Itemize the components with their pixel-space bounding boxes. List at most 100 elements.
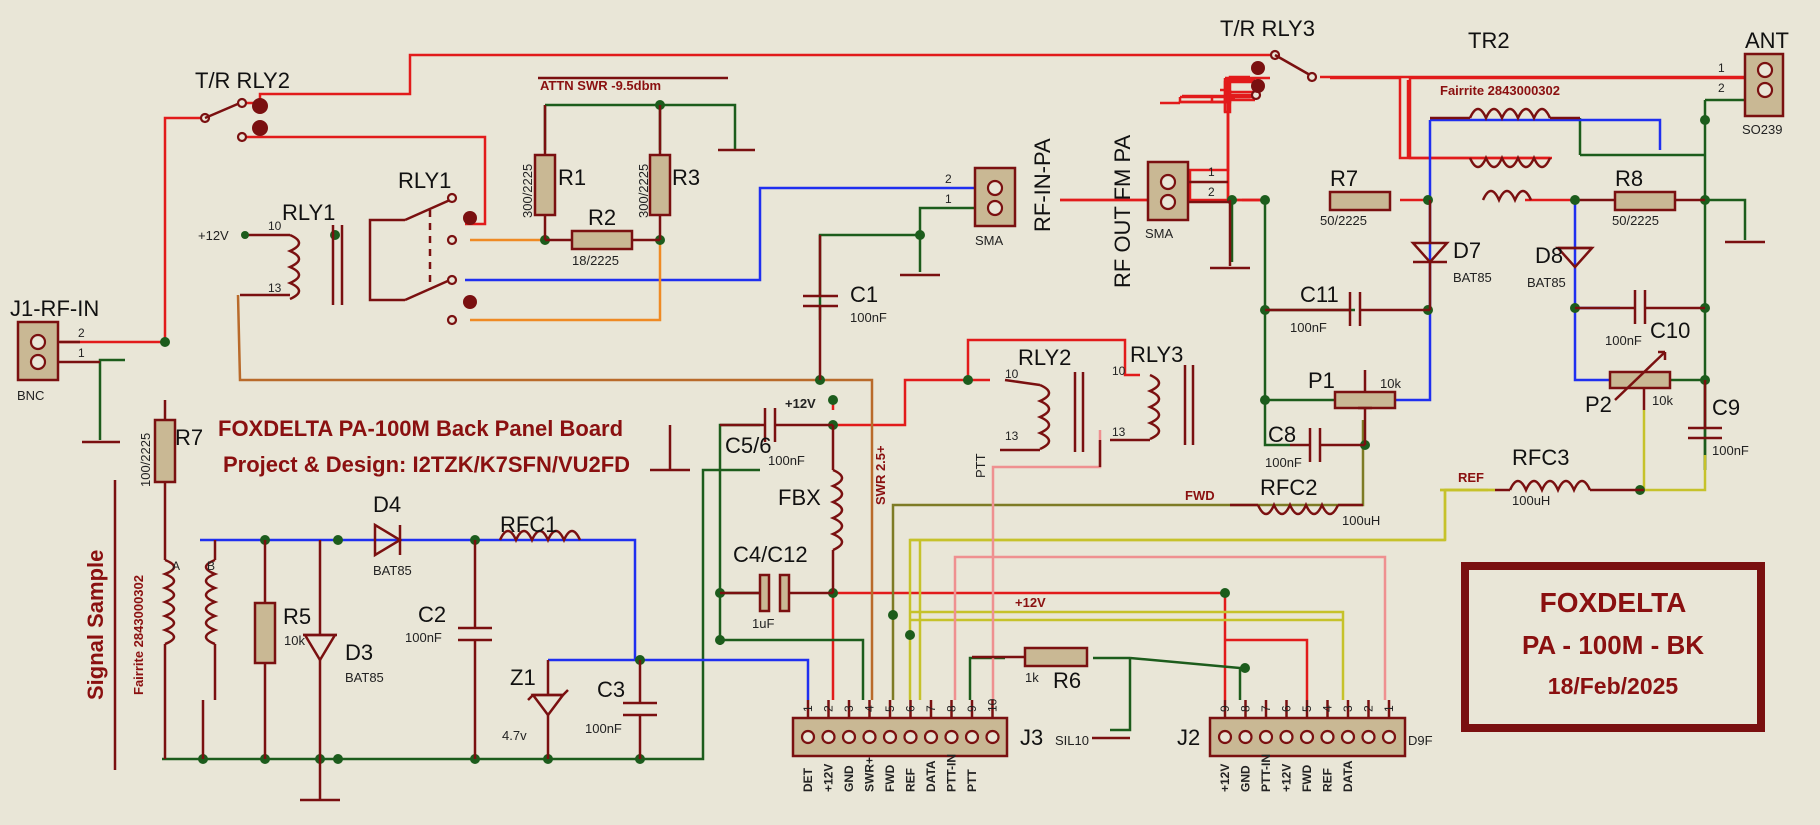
j3-pin[interactable] — [944, 729, 959, 745]
j2-pin[interactable] — [1238, 729, 1253, 745]
j2-pin-number: 4 — [1321, 705, 1335, 712]
j3-pin-name: FWD — [883, 764, 897, 792]
rfc1-choke[interactable]: RFC1 — [498, 512, 582, 544]
rfc3-value: 100uH — [1512, 493, 1550, 508]
rly2-pin13: 13 — [1005, 429, 1019, 443]
p2-potentiometer[interactable]: P2 10k — [1585, 350, 1673, 417]
rly23-coils[interactable]: RLY2 RLY3 10 13 10 13 PTT — [973, 342, 1195, 478]
j2-pin[interactable] — [1279, 729, 1294, 745]
j3-pin[interactable] — [800, 729, 816, 745]
z1-zener[interactable]: Z1 4.7v — [502, 660, 569, 759]
d7-diode[interactable]: D7 BAT85 — [1410, 200, 1492, 310]
r6-resistor[interactable]: R6 1k — [972, 646, 1089, 693]
junction — [828, 395, 838, 405]
r5-value: 10k — [284, 633, 305, 648]
junction — [333, 754, 343, 764]
junction — [333, 535, 343, 545]
j3-ref: J3 — [1020, 725, 1043, 750]
j2-pin[interactable] — [1361, 729, 1376, 745]
j2-pin[interactable] — [1340, 729, 1356, 745]
j2-pin[interactable] — [1381, 729, 1397, 745]
j3-type: SIL10 — [1055, 733, 1089, 748]
j3-pin[interactable] — [903, 729, 918, 745]
c412-capacitor[interactable]: C4/C12 1uF +12V — [720, 542, 1046, 631]
c2-ref: C2 — [418, 602, 446, 627]
rf-in-pa-type: SMA — [975, 233, 1004, 248]
j1-type: BNC — [17, 388, 44, 403]
j1-bnc-connector[interactable]: J1-RF-IN BNC 2 1 — [10, 296, 100, 403]
rf-in-pa-connector[interactable]: 2 1 SMA RF-IN-PA — [945, 138, 1055, 248]
j3-pin[interactable] — [821, 729, 836, 745]
c11-capacitor[interactable]: C11 100nF — [1265, 282, 1430, 335]
j2-pin[interactable] — [1217, 729, 1233, 745]
ant-connector[interactable]: 1 2 ANT SO239 — [1718, 28, 1789, 137]
p1-potentiometer[interactable]: P1 10k — [1308, 368, 1401, 445]
junction — [1260, 195, 1270, 205]
ant-type: SO239 — [1742, 122, 1782, 137]
z1-value: 4.7v — [502, 728, 527, 743]
j2-pin-number: 2 — [1362, 705, 1376, 712]
j2-pin-number: 8 — [1239, 705, 1253, 712]
attenuator-network[interactable]: ATTN SWR -9.5dbm R1 300/2225 R3 300/2225… — [520, 76, 728, 268]
r3-ref: R3 — [672, 165, 700, 190]
j3-pin-name: PTT-IN — [945, 754, 959, 792]
j2-pin-number: 7 — [1259, 705, 1273, 712]
j3-pin-number: 6 — [904, 705, 918, 712]
j3-pin-number: 5 — [883, 705, 897, 712]
c9-capacitor[interactable]: C9 100nF — [1688, 380, 1749, 458]
r7-resistor[interactable]: R7 100/2225 — [138, 400, 203, 560]
j3-pin-number: 2 — [822, 705, 836, 712]
ant-pin2: 2 — [1718, 81, 1725, 95]
c1-value: 100nF — [850, 310, 887, 325]
j2-pin[interactable] — [1299, 729, 1315, 745]
j3-pin[interactable] — [964, 729, 980, 745]
rf-out-connector[interactable]: 1 2 SMA RF OUT FM PA — [1110, 134, 1230, 288]
d3-diode[interactable]: D3 BAT85 — [302, 540, 384, 759]
c412-value: 1uF — [752, 616, 774, 631]
c1-capacitor[interactable]: C1 100nF — [803, 235, 887, 380]
rly1-coil[interactable]: +12V 10 13 RLY1 — [198, 200, 344, 305]
j3-pin[interactable] — [882, 729, 898, 745]
rfc3-choke[interactable]: RFC3 100uH REF — [1458, 445, 1644, 508]
d4-value: BAT85 — [373, 563, 412, 578]
j2-pin-name: REF — [1321, 768, 1335, 792]
c2-capacitor[interactable]: C2 100nF — [405, 540, 492, 759]
rfc1-ref: RFC1 — [500, 512, 557, 537]
j3-pin[interactable] — [923, 729, 939, 745]
c10-capacitor[interactable]: C10 100nF — [1575, 290, 1705, 348]
rly1-contacts[interactable]: RLY1 — [368, 168, 477, 326]
signal-sample-transformer[interactable]: A B Signal Sample Fairrite 2843000302 — [83, 480, 219, 770]
r7b-ref: R7 — [1330, 166, 1358, 191]
fbx-ref: FBX — [778, 485, 821, 510]
c8-capacitor[interactable]: C8 100nF — [1265, 422, 1365, 470]
tr2-transformer[interactable]: TR2 Fairrite 2843000302 — [1430, 28, 1580, 204]
c1-ref: C1 — [850, 282, 878, 307]
tr-rly3-switch[interactable]: T/R RLY3 — [1220, 16, 1318, 101]
tr-rly2-switch[interactable]: T/R RLY2 — [195, 68, 290, 143]
c3-capacitor[interactable]: C3 100nF — [585, 660, 657, 759]
d8-diode[interactable]: D8 BAT85 — [1527, 243, 1595, 290]
j3-pin[interactable] — [862, 729, 877, 745]
j2-pin-number: 6 — [1280, 705, 1294, 712]
c56-capacitor[interactable]: C5/6 100nF +12V — [720, 396, 833, 468]
r7b-resistor[interactable]: R7 50/2225 — [1320, 166, 1392, 228]
j2-pin[interactable] — [1258, 729, 1274, 745]
rf-in-pa-ref: RF-IN-PA — [1030, 138, 1055, 232]
j3-pin[interactable] — [985, 729, 1000, 745]
z1-ref: Z1 — [510, 665, 536, 690]
r5-resistor[interactable]: R5 10k — [253, 540, 311, 759]
c10-value: 100nF — [1605, 333, 1642, 348]
rfc2-choke[interactable]: RFC2 100uH FWD — [1185, 475, 1380, 528]
j2-pin-name: PTT-IN — [1259, 754, 1273, 792]
d4-diode[interactable]: D4 BAT85 — [373, 492, 412, 578]
r8-resistor[interactable]: R8 50/2225 — [1580, 166, 1705, 228]
j3-pin[interactable] — [841, 729, 857, 745]
tr-rly3-label: T/R RLY3 — [1220, 16, 1315, 41]
r2-value: 18/2225 — [572, 253, 619, 268]
fbx-choke[interactable]: FBX SWR 2.5+ — [778, 425, 888, 593]
j2-pin[interactable] — [1320, 729, 1335, 745]
j2-ref: J2 — [1177, 725, 1200, 750]
